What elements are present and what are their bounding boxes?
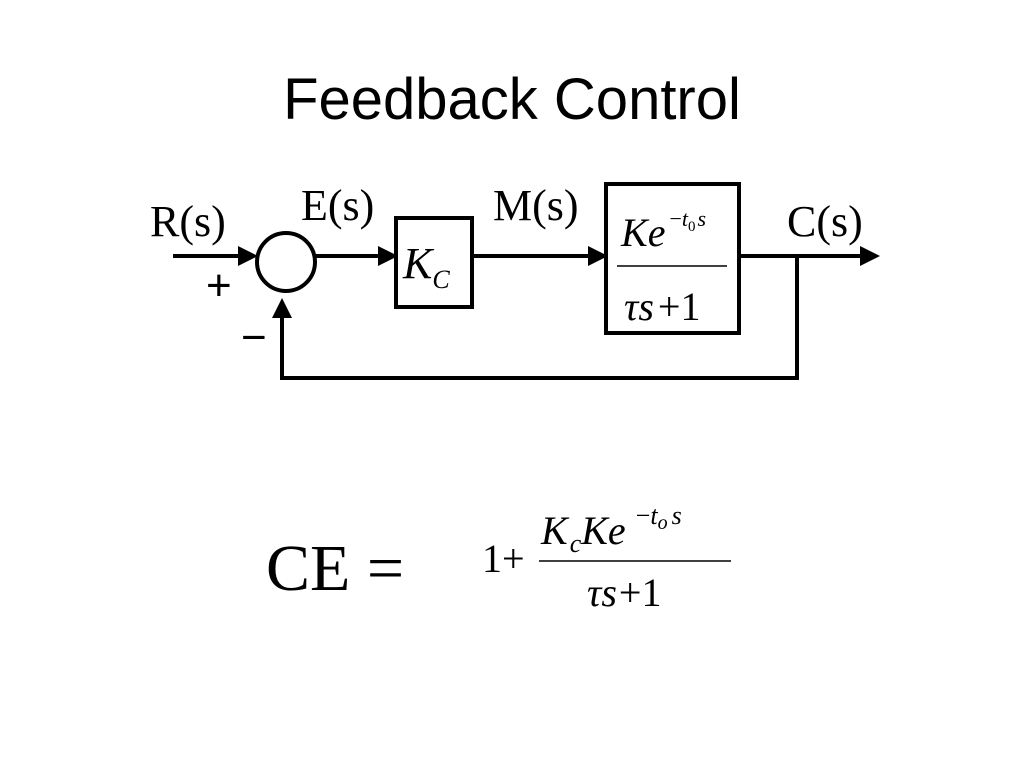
ce-den-tau: τ (587, 570, 603, 615)
process-den-s: s (638, 284, 654, 329)
output-arrowhead (860, 246, 880, 266)
ce-exp-s: s (672, 501, 682, 530)
process-exp-var: t (682, 206, 689, 231)
manipulated-arrowhead (588, 246, 608, 266)
process-numerator: Ke−t0s (620, 206, 706, 255)
ce-lhs: CE = (266, 532, 404, 605)
ce-den-s: s (601, 570, 617, 615)
output-signal-label: C(s) (787, 197, 863, 246)
ce-num-c: c (570, 529, 582, 558)
summing-junction (255, 231, 317, 293)
process-den-rest: +1 (658, 284, 701, 329)
plus-sign: + (206, 261, 232, 310)
feedback-path (280, 256, 799, 380)
process-block (604, 182, 741, 335)
process-exp-sign: − (669, 206, 681, 231)
manipulated-signal-label: M(s) (493, 181, 579, 230)
input-signal-label: R(s) (150, 197, 226, 246)
ce-num-ke: Ke (580, 508, 625, 553)
ce-denominator: τs+1 (587, 570, 661, 615)
minus-sign: − (241, 313, 267, 362)
process-denominator: τs+1 (624, 284, 700, 329)
slide-title: Feedback Control (283, 67, 741, 132)
process-exp-base: e (648, 210, 666, 255)
controller-gain-symbol: K (402, 239, 435, 288)
process-exp-s: s (698, 206, 707, 231)
process-exp-sub: 0 (688, 219, 696, 235)
ce-den-rest: +1 (619, 570, 662, 615)
process-gain: K (620, 210, 650, 255)
process-den-tau: τ (624, 284, 640, 329)
error-signal-label: E(s) (301, 181, 374, 230)
controller-block (394, 216, 474, 309)
ce-one-plus: 1+ (482, 536, 525, 581)
ce-exp-o: o (658, 512, 668, 534)
feedback-arrowhead (272, 298, 292, 318)
ce-exp-sign: − (636, 501, 651, 530)
error-arrowhead (378, 246, 398, 266)
controller-gain-subscript: C (432, 265, 450, 294)
input-arrowhead (238, 246, 258, 266)
ce-num-k: K (540, 508, 570, 553)
ce-exp-t: t (650, 501, 658, 530)
controller-gain-label: KC (402, 239, 450, 294)
